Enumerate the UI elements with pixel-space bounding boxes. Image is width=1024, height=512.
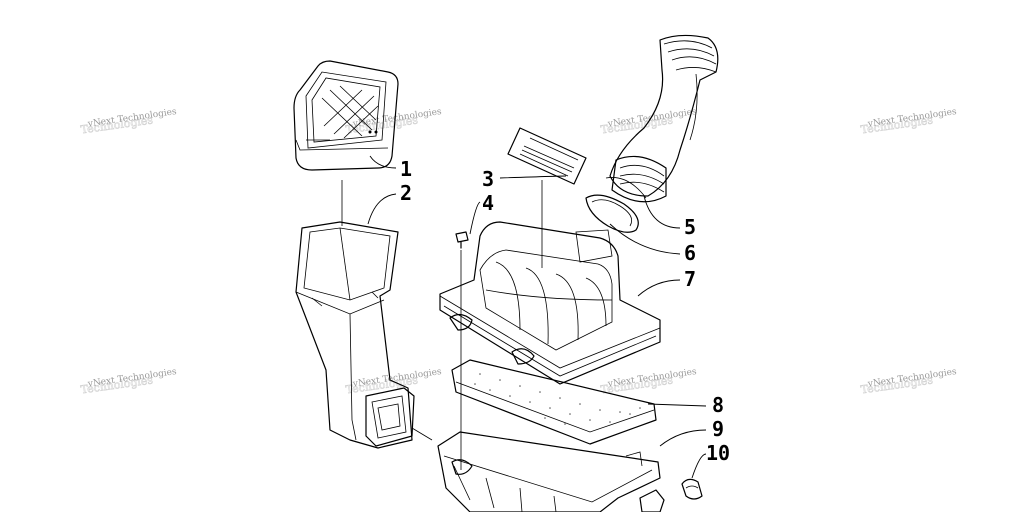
callout-3: 3: [482, 167, 494, 191]
guide-line-2-9: [411, 427, 433, 441]
part-2-intake-duct: [295, 221, 415, 449]
callout-6: 6: [684, 241, 696, 265]
watermark-left-top: Technologies vNext Technologies: [80, 107, 178, 137]
watermark-far-right-top: Technologies vNext Technologies: [860, 107, 958, 137]
callout-5: 5: [684, 215, 696, 239]
watermarks: Technologies vNext Technologies Technolo…: [80, 107, 958, 397]
callout-7: 7: [684, 267, 696, 291]
callout-4: 4: [482, 191, 494, 215]
part-5-inlet-boot: [605, 34, 719, 203]
part-7-airbox-lid: [439, 221, 661, 385]
watermark-left-bottom: Technologies vNext Technologies: [80, 367, 178, 397]
part-6-clamp-ring: [585, 194, 639, 233]
part-3-warning-decal: [507, 127, 587, 185]
part-10-grommet: [681, 478, 703, 500]
leader-lines: [367, 155, 707, 479]
part-8-air-filter: [451, 359, 657, 445]
callout-numbers: 1 2 3 4 5 6 7 8 9 10: [400, 157, 730, 465]
callout-1: 1: [400, 157, 412, 181]
part-4-screw: [455, 231, 469, 249]
watermark-far-right-bottom: Technologies vNext Technologies: [860, 367, 958, 397]
watermark-right-bottom: Technologies vNext Technologies: [600, 367, 698, 397]
part-9-airbox-base: [437, 431, 661, 512]
callout-10: 10: [706, 441, 730, 465]
callout-9: 9: [712, 417, 724, 441]
callout-8: 8: [712, 393, 724, 417]
callout-2: 2: [400, 181, 412, 205]
part-1-screen-cap: [293, 60, 399, 171]
bracket: [639, 489, 665, 512]
